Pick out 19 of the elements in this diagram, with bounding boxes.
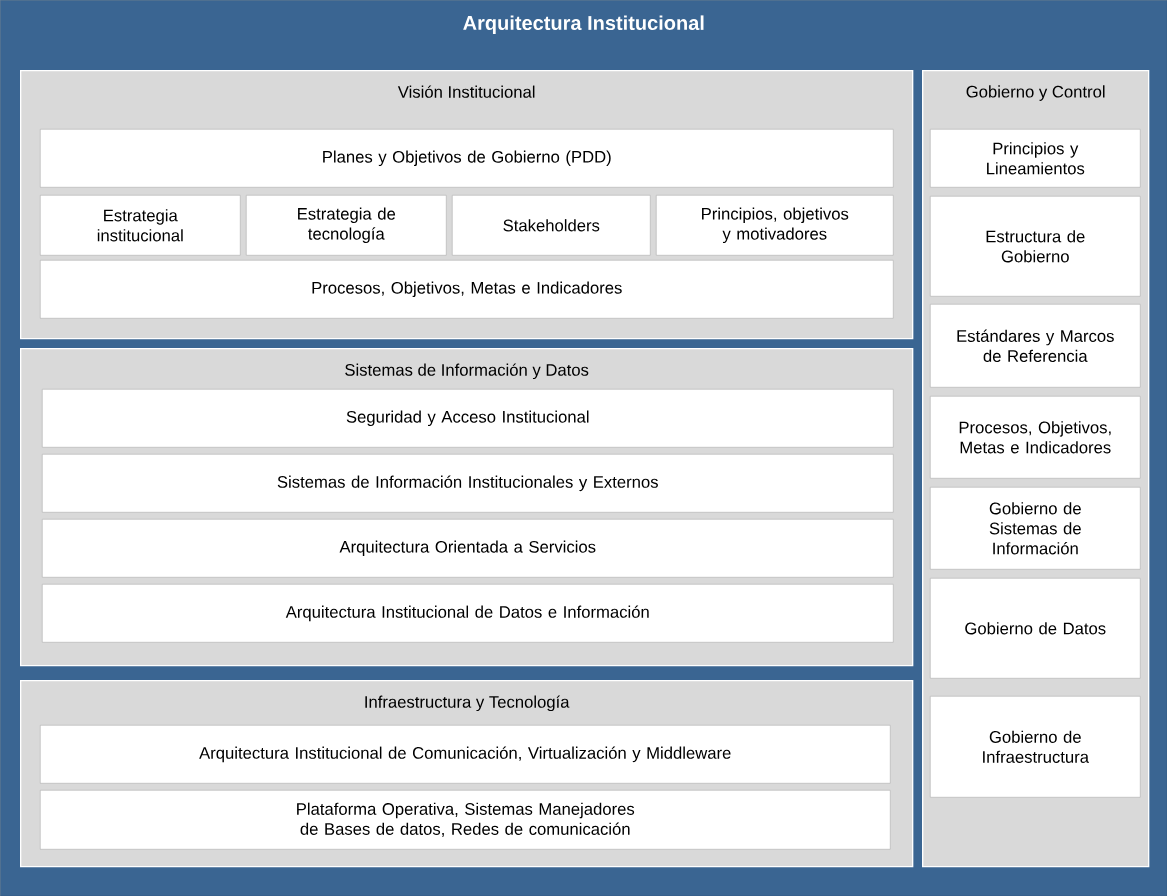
- component-box: Estrategia institucional: [40, 195, 241, 256]
- component-box: Principios y Lineamientos: [930, 129, 1141, 188]
- component-box: Plataforma Operativa, Sistemas Manejadores de Bases de datos, Redes de comunicación: [40, 790, 891, 850]
- component-box: Arquitectura Orientada a Servicios: [42, 519, 894, 578]
- component-box: Procesos, Objetivos, Metas e Indicadores: [930, 396, 1141, 479]
- component-box: Estructura de Gobierno: [930, 196, 1141, 297]
- component-box: Sistemas de Información Institucionales y Externos: [42, 454, 894, 513]
- component-box: Gobierno de Sistemas de Información: [930, 487, 1141, 570]
- component-box: Seguridad y Acceso Institucional: [42, 389, 894, 448]
- component-box: Procesos, Objetivos, Metas e Indicadores: [40, 260, 894, 319]
- component-box: Estrategia de tecnología: [246, 195, 447, 256]
- component-box: Estándares y Marcos de Referencia: [930, 304, 1141, 388]
- component-box: Gobierno de Infraestructura: [930, 696, 1141, 798]
- component-box: Arquitectura Institucional de Comunicación, Virtualización y Middleware: [40, 725, 891, 784]
- component-box: Gobierno de Datos: [930, 578, 1141, 679]
- component-box: Planes y Objetivos de Gobierno (PDD): [40, 129, 894, 188]
- component-box: Principios, objetivos y motivadores: [656, 195, 894, 256]
- component-box: Arquitectura Institucional de Datos e Información: [42, 584, 894, 643]
- component-box: Stakeholders: [452, 195, 651, 256]
